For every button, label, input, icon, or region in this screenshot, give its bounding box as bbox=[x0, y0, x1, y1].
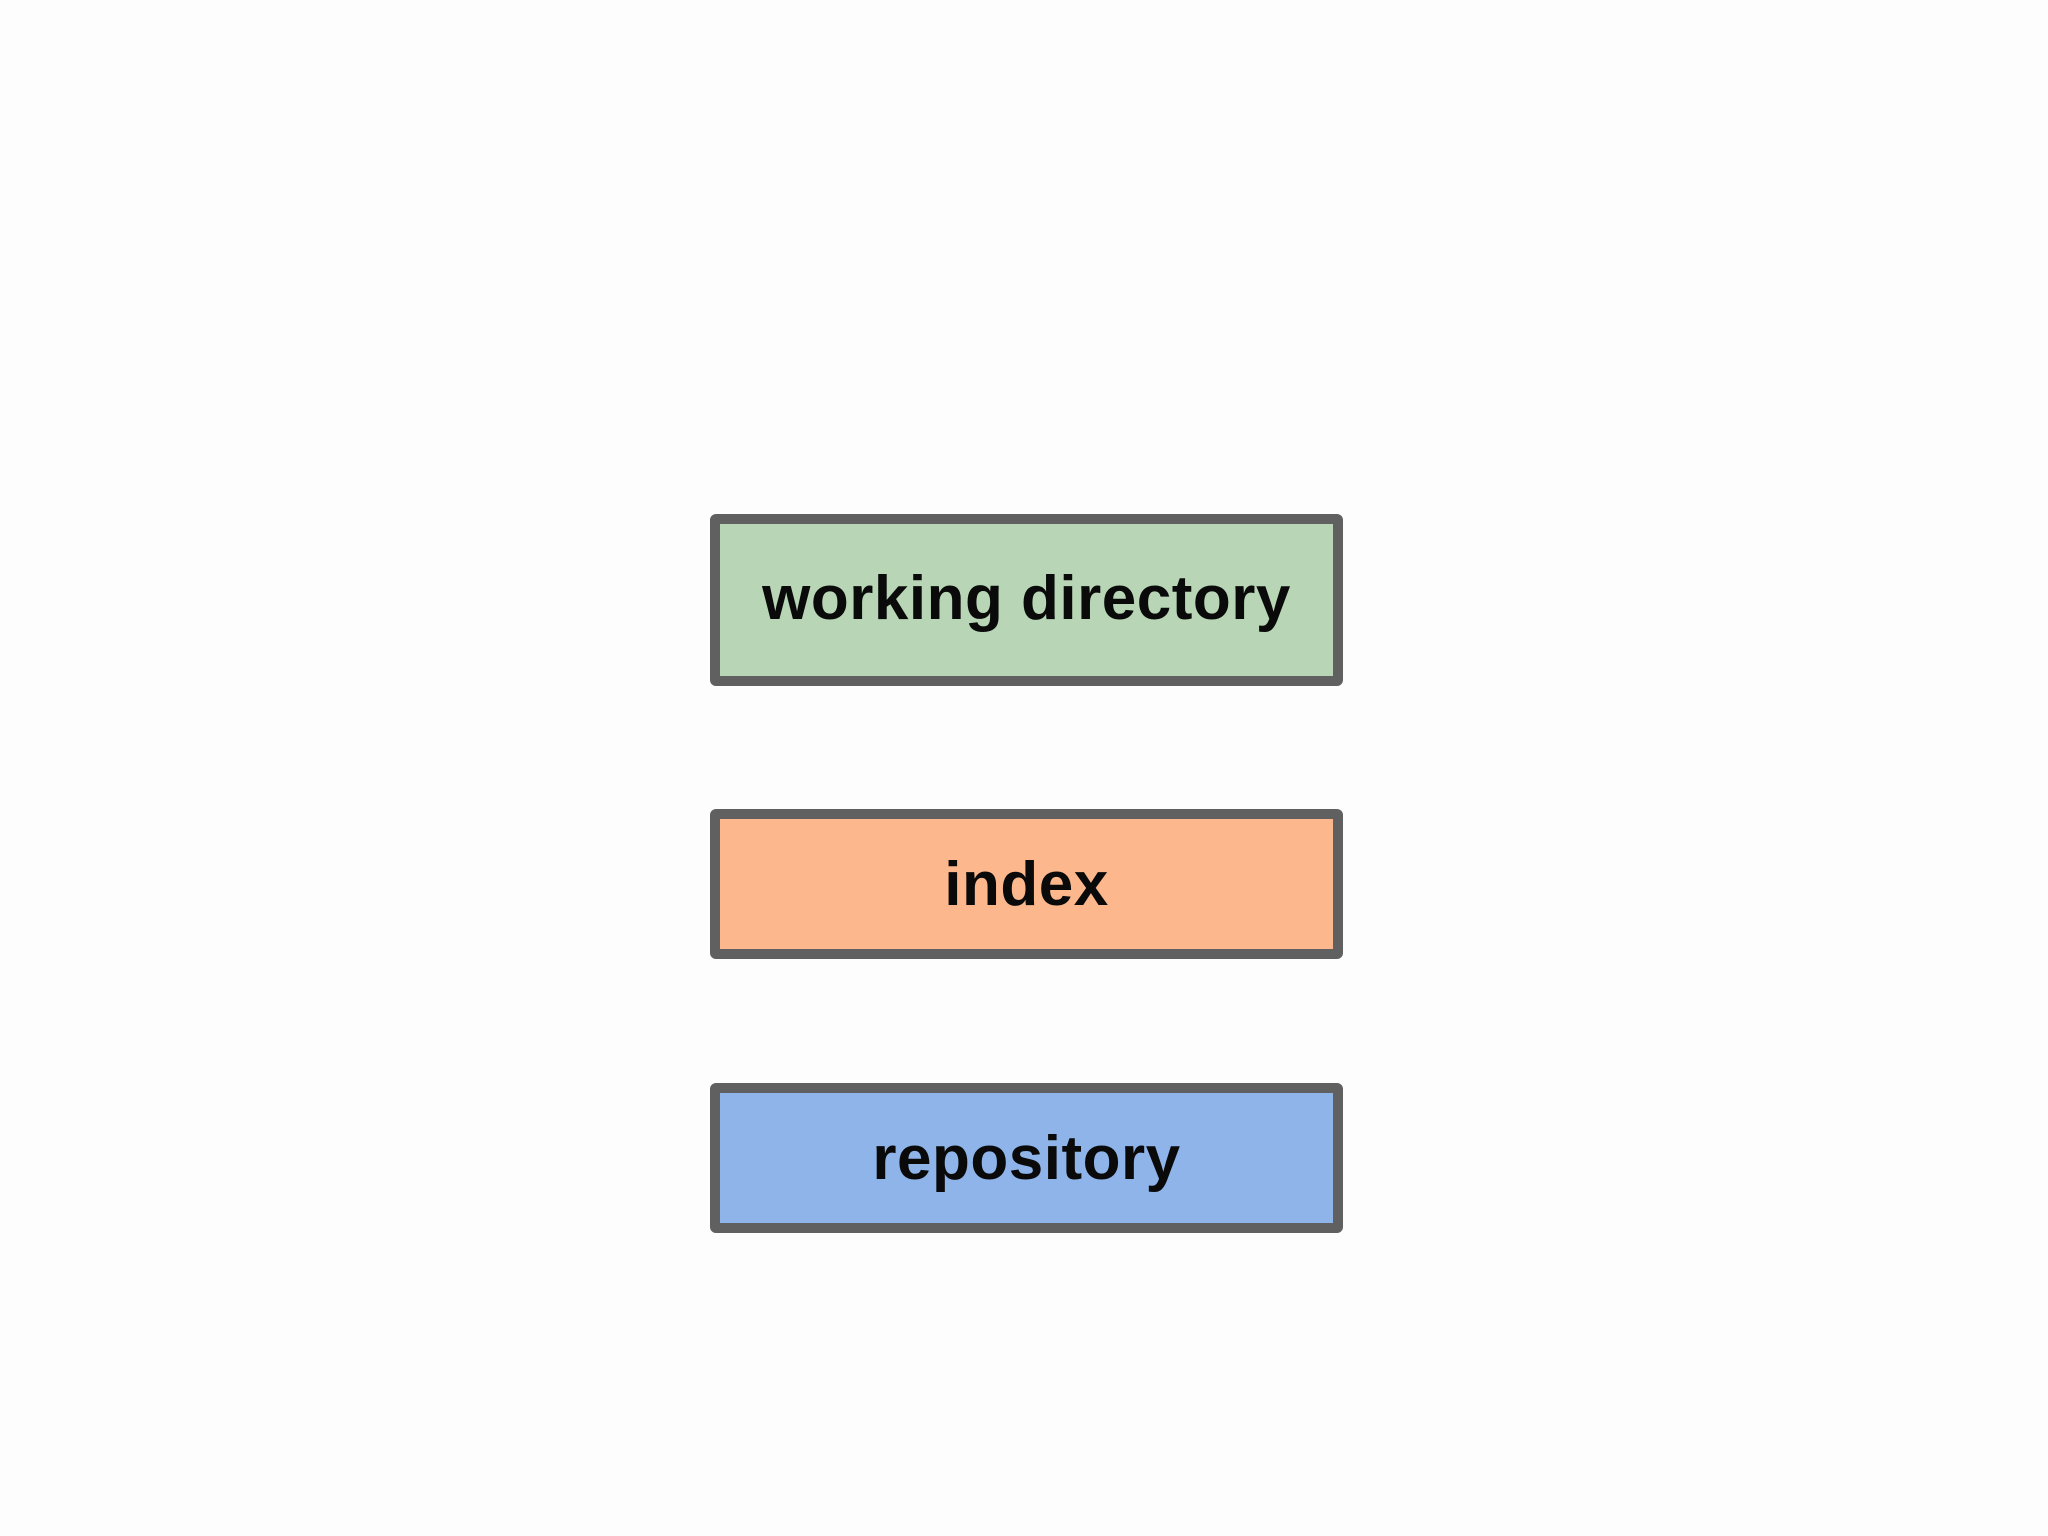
repository-box: repository bbox=[710, 1083, 1343, 1233]
working-directory-box: working directory bbox=[710, 514, 1343, 686]
index-label: index bbox=[944, 849, 1109, 919]
repository-label: repository bbox=[872, 1123, 1181, 1193]
index-box: index bbox=[710, 809, 1343, 959]
working-directory-label: working directory bbox=[762, 563, 1291, 633]
